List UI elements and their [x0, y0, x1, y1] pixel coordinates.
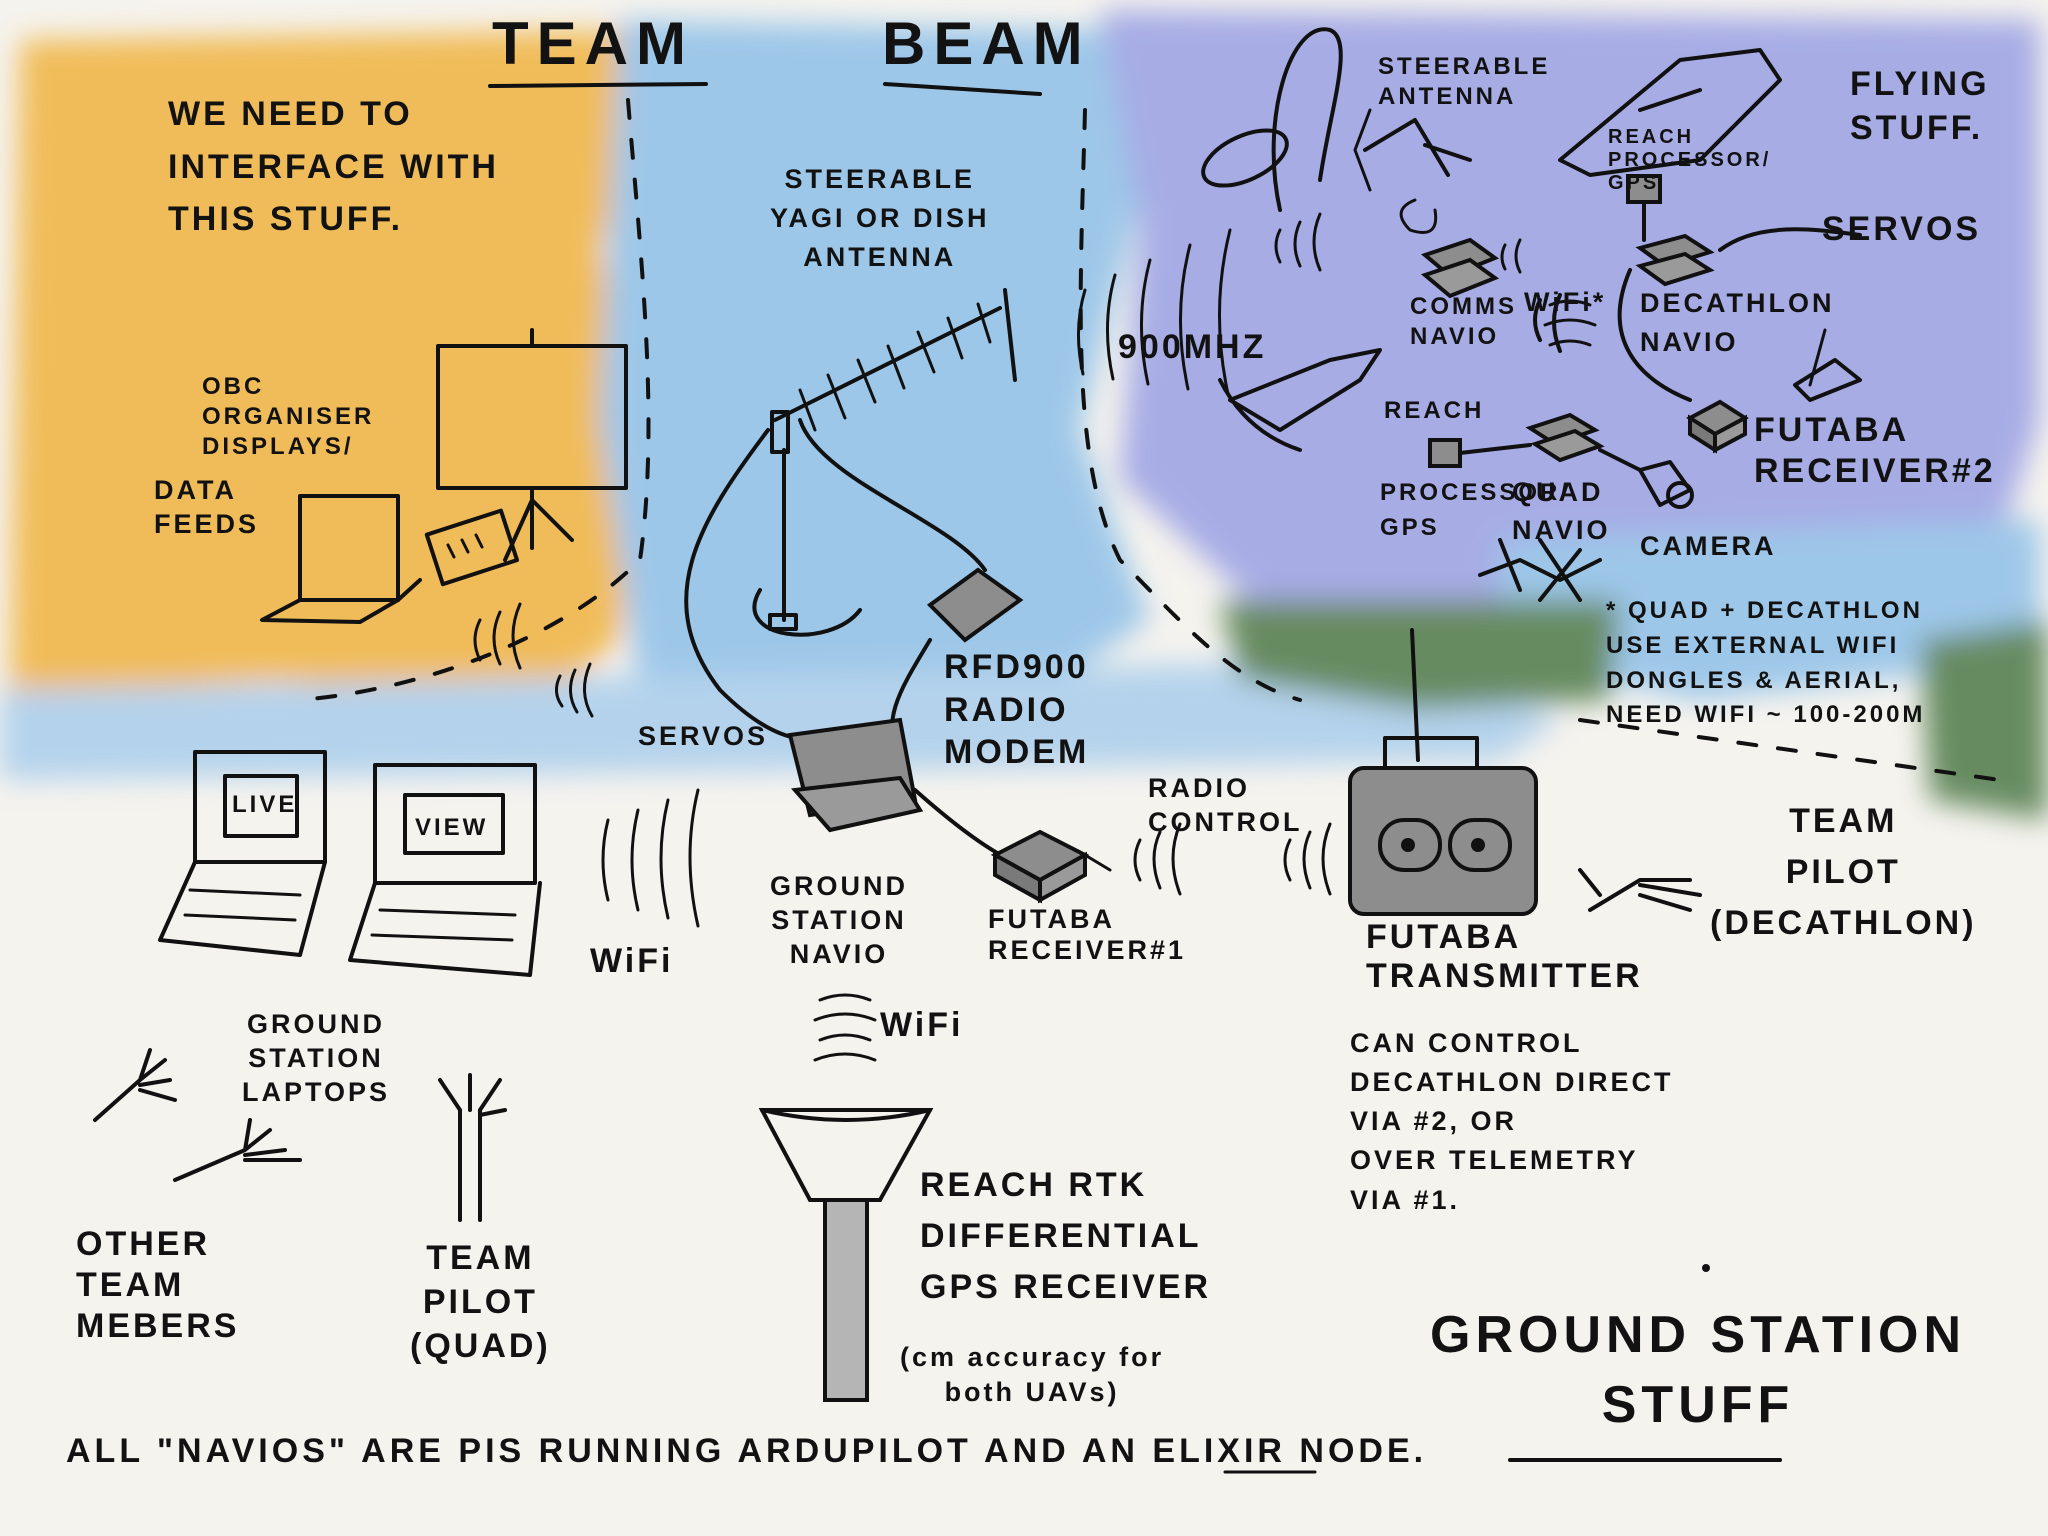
footer-note: ALL "NAVIOs" ARE PIs RUNNING ARDUPILOT A…	[66, 1432, 1428, 1470]
decathlon-navio-label: DECATHLON NAVIO	[1640, 288, 1835, 358]
yagi-antenna-icon	[752, 288, 1017, 637]
comms-navio-icon	[1420, 237, 1500, 299]
yagi-antenna-label: STEERABLE YAGI OR DISH ANTENNA	[770, 164, 990, 273]
watercolor-washes	[0, 10, 2048, 820]
futaba-receiver-1-label: FUTABA RECEIVER#1	[988, 904, 1187, 966]
green-wash-right	[1920, 620, 2048, 820]
signal-arcs	[473, 212, 1597, 1062]
cable-reach-quad	[1458, 443, 1532, 455]
data-feeds-label: DATA FEEDS	[154, 475, 260, 539]
comms-navio-label: COMMS NAVIO	[1410, 293, 1517, 350]
laptop-view-icon	[348, 763, 542, 977]
cable-decathlon-receiver	[1617, 268, 1692, 402]
quad-aircraft-outline	[1218, 348, 1382, 452]
ground-station-navio-label: GROUND STATION NAVIO	[770, 871, 908, 969]
cable-decathlon-servos	[1718, 227, 1862, 252]
futaba-receiver-2-icon	[1686, 399, 1749, 454]
cable-quad-camera	[1598, 448, 1642, 472]
reach-rtk-receiver-icon	[758, 1108, 934, 1402]
blue-wash-right	[1500, 520, 2040, 700]
wifi-star-label: WiFi*	[1524, 287, 1607, 317]
reach-processor-icon	[1428, 438, 1462, 468]
laptop-view-screen-text: VIEW	[415, 814, 489, 841]
servos-ground-label: SERVOS	[638, 721, 769, 751]
organiser-displays-label: OBC ORGANISER DISPLAYS/	[202, 373, 375, 460]
wifi-footnote: * QUAD + DECATHLON USE EXTERNAL WiFi DON…	[1606, 597, 1926, 729]
dashed-border-middle	[1078, 108, 1302, 702]
quad-legs	[1478, 538, 1602, 602]
laptop-live-screen-text: LIVE	[232, 791, 298, 818]
team-pilot-decathlon-hand	[1578, 868, 1702, 912]
ground-station-stuff-title: GROUND STATION STUFF	[1430, 1306, 1967, 1435]
team-pilot-quad-icon	[438, 1073, 507, 1222]
wifi-left-label: WiFi	[590, 942, 674, 980]
servos-flying-label: SERVOS	[1822, 210, 1982, 248]
laptop-live-icon	[158, 750, 327, 957]
cable-antenna-modem	[798, 418, 987, 572]
rfd900-label: RFD900 RADIO MODEM	[944, 648, 1090, 771]
hand-icon-2	[173, 1118, 302, 1182]
servo-wire	[1808, 328, 1827, 387]
camera-label: CAMERA	[1640, 531, 1777, 561]
other-team-members-label: OTHER TEAM MEBERS	[76, 1225, 240, 1345]
ground-station-laptops-label: GROUND STATION LAPTOPS	[242, 1009, 391, 1107]
transmitter-note: CAN CONTROL DECATHLON DIRECT VIA #2, OR …	[1350, 1028, 1674, 1215]
ground-station-navio-icon	[787, 717, 924, 833]
steerable-antenna-label: STEERABLE ANTENNA	[1378, 53, 1551, 110]
futaba-transmitter-label: FUTABA TRANSMITTER	[1366, 918, 1643, 996]
cable-navio-receiver	[913, 788, 1012, 862]
dashed-border-right	[1578, 718, 2002, 782]
reach-gps-top-icon	[1626, 174, 1662, 242]
futaba-receiver-2-label: FUTABA RECEIVER#2	[1754, 411, 1996, 490]
processor-gps-label: PROCESSOR/ GPS	[1380, 479, 1571, 541]
organiser-note: WE NEED TO INTERFACE WITH THIS STUFF.	[168, 95, 499, 239]
title-underline-left	[488, 82, 708, 88]
decathlon-aircraft-outline	[1558, 48, 1782, 177]
futaba-transmitter-icon	[1348, 628, 1538, 916]
orange-wash	[10, 30, 640, 700]
purple-wash	[1100, 10, 2040, 640]
rfd900-modem-icon	[926, 567, 1024, 643]
steerable-antenna-icon	[1201, 27, 1472, 234]
organiser-laptop-icon	[260, 494, 400, 624]
title-beam: BEAM	[882, 10, 1091, 77]
presentation-board	[436, 328, 628, 562]
team-pilot-decathlon-label: TEAM PILOT (DECATHLON)	[1710, 802, 1977, 942]
team-pilot-quad-label: TEAM PILOT (QUAD)	[410, 1239, 551, 1366]
hand-icon-1	[93, 1048, 177, 1122]
reach-processor-label: REACH	[1384, 397, 1485, 424]
green-wash	[1220, 600, 1620, 710]
decathlon-navio-icon	[1635, 233, 1715, 287]
flying-stuff-title: FLYING STUFF.	[1850, 65, 1990, 148]
quad-navio-icon	[1525, 412, 1605, 463]
quad-navio-label: QUAD NAVIO	[1512, 477, 1611, 545]
stray-dot	[1702, 1264, 1710, 1272]
blue-wash-band	[0, 660, 1560, 780]
data-router-icon	[396, 508, 520, 602]
title-team: TEAM	[492, 10, 694, 77]
camera-icon	[1638, 460, 1694, 509]
rtk-accuracy-note: (cm accuracy for both UAVs)	[900, 1342, 1165, 1408]
wifi-center-label: WiFi	[880, 1006, 964, 1044]
comms-antenna-mast	[1533, 293, 1562, 353]
radio-control-label: RADIO CONTROL	[1148, 773, 1303, 837]
frequency-label: 900MHz	[1118, 328, 1267, 366]
servo-icon	[1793, 358, 1862, 402]
reach-gps-top-label: REACH PROCESSOR/ GPS	[1608, 126, 1772, 194]
reach-rtk-label: REACH RTK DIFFERENTIAL GPS RECEIVER	[920, 1166, 1212, 1306]
title-underline-right	[883, 82, 1042, 96]
futaba-receiver-1-icon	[990, 829, 1112, 904]
